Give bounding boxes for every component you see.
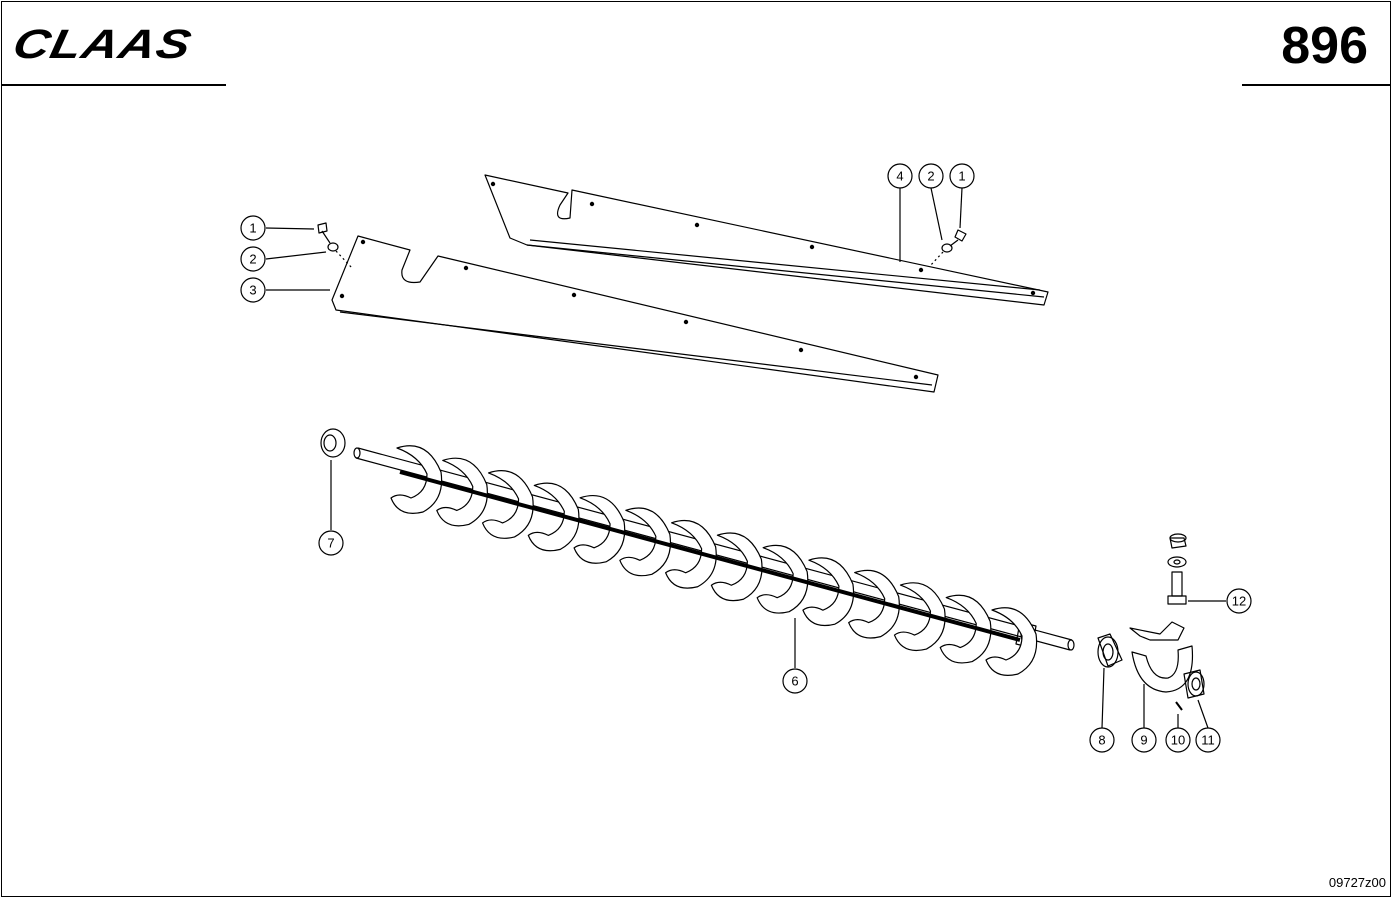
callout-circle [1131, 727, 1157, 753]
guide-plate-front [331, 235, 939, 393]
auger-flight [985, 607, 1038, 676]
callout-label: 9 [1140, 733, 1147, 748]
callout-circle [949, 163, 975, 189]
header-rule-left [2, 84, 226, 86]
bolt-right [949, 229, 967, 247]
callout-circle [887, 163, 913, 189]
callout-2: 2 [240, 246, 266, 272]
auger-flight [481, 470, 534, 539]
auger-flight [665, 519, 717, 589]
leader-lines [265, 187, 1226, 729]
callout-10: 10 [1165, 727, 1191, 753]
callout-label: 11 [1201, 733, 1215, 748]
pin [1175, 701, 1183, 711]
callout-label: 4 [896, 169, 903, 184]
auger-flight [619, 507, 672, 577]
callout-4: 4 [887, 163, 913, 189]
callout-3: 3 [240, 277, 266, 303]
callout-circle [240, 246, 266, 272]
auger-flight [802, 557, 855, 627]
callout-label: 8 [1098, 733, 1105, 748]
header-rule-right [1242, 84, 1390, 86]
auger-flight [436, 457, 488, 527]
guide-plate-rear [484, 174, 1049, 306]
callout-circle [1226, 588, 1252, 614]
callout-label: 6 [791, 674, 798, 689]
auger-flight [527, 482, 580, 552]
callout-6: 6 [782, 668, 808, 694]
auger-flight [390, 445, 443, 514]
auger-flight [848, 569, 900, 639]
callout-label: 1 [249, 221, 256, 236]
callout-circle [318, 530, 344, 556]
callout-1: 1 [949, 163, 975, 189]
callout-circle [1165, 727, 1191, 753]
auger-flight [939, 594, 992, 664]
callout-circle [918, 163, 944, 189]
callout-2: 2 [918, 163, 944, 189]
callout-8: 8 [1089, 727, 1115, 753]
callout-circle [782, 668, 808, 694]
bearing [1097, 633, 1123, 668]
callout-label: 2 [927, 169, 934, 184]
callout-label: 7 [327, 536, 334, 551]
callout-11: 11 [1195, 727, 1221, 753]
auger-flight [756, 544, 809, 614]
callout-label: 12 [1232, 594, 1246, 609]
callout-12: 12 [1226, 588, 1252, 614]
callout-circle [240, 277, 266, 303]
auger-flight [710, 532, 763, 602]
bolt-left [317, 222, 331, 244]
callout-label: 2 [249, 252, 256, 267]
auger-assembly [353, 445, 1075, 676]
page-number: 896 [1281, 17, 1368, 75]
callout-circle [240, 215, 266, 241]
callout-circle [1089, 727, 1115, 753]
callout-label: 1 [958, 169, 965, 184]
washer-right [941, 243, 953, 253]
callout-9: 9 [1131, 727, 1157, 753]
drawing-code: 09727z00 [1328, 875, 1386, 890]
washer-left [327, 242, 339, 252]
collar [1183, 669, 1205, 699]
callout-7: 7 [318, 530, 344, 556]
dash-leader-left [335, 250, 353, 269]
bolt-stack [1167, 533, 1187, 605]
callout-label: 3 [249, 283, 256, 298]
callout-label: 10 [1171, 733, 1185, 748]
dash-leader-right [929, 251, 944, 267]
auger-flights [390, 445, 1038, 676]
bracket-clamp [1129, 621, 1194, 693]
auger-flight [893, 582, 946, 652]
callout-circle [1195, 727, 1221, 753]
callout-1: 1 [240, 215, 266, 241]
auger-flight [573, 494, 626, 564]
bearing-ring [320, 428, 346, 458]
